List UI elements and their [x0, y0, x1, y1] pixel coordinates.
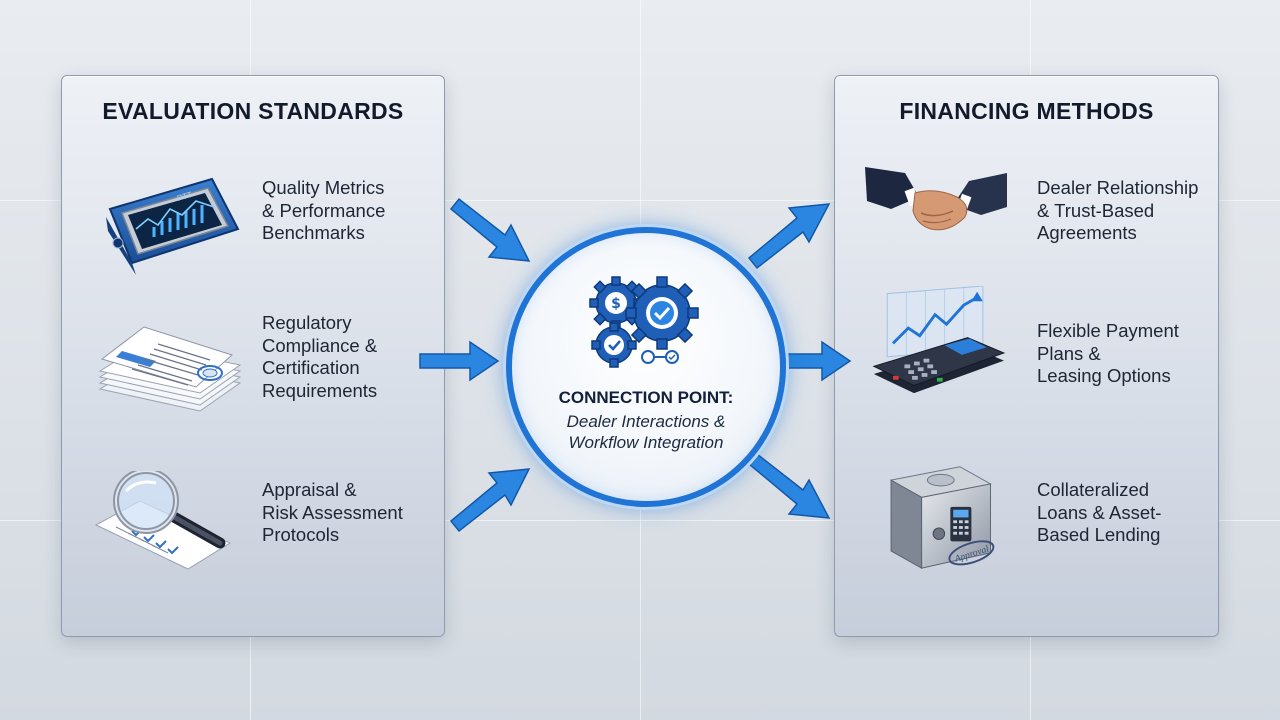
list-item: Dealer Relationship & Trust-Based Agreem…	[835, 167, 1218, 301]
list-item: Appraisal & Risk Assessment Protocols	[62, 471, 444, 616]
background-line	[0, 520, 1280, 521]
panel-title: FINANCING METHODS	[899, 98, 1154, 124]
arrow-right-down	[449, 197, 531, 262]
item-label: Collateralized Loans & Asset- Based Lend…	[1037, 479, 1162, 545]
safe-icon: Approval	[889, 466, 995, 569]
financing-methods-panel: FINANCING METHODS Dealer Relationship & …	[834, 75, 1219, 637]
documents-stack-icon	[98, 326, 242, 412]
dashboard-text: PTT	[176, 190, 193, 203]
arrow-right-up	[449, 468, 531, 533]
connection-point-title: CONNECTION POINT:	[558, 388, 734, 407]
item-label: Dealer Relationship & Trust-Based Agreem…	[1037, 177, 1199, 243]
connection-point-circle: $ CONNECTION POINT: Dealer Interactions …	[506, 227, 786, 507]
arrow-right-up	[747, 203, 831, 270]
connection-point-subtitle: Dealer Interactions & Workflow Integrati…	[566, 412, 726, 452]
panel-title: EVALUATION STANDARDS	[102, 98, 404, 124]
list-item: Flexible Payment Plans & Leasing Options	[835, 286, 1218, 456]
payment-terminal-icon	[872, 286, 1006, 394]
tablet-dashboard-icon: PTT	[106, 177, 240, 275]
item-label: Appraisal & Risk Assessment Protocols	[262, 479, 403, 545]
svg-text:$: $	[611, 296, 621, 312]
item-label: Regulatory Compliance & Certification Re…	[262, 312, 378, 401]
item-label: Flexible Payment Plans & Leasing Options	[1037, 320, 1179, 386]
arrow-right-down	[747, 452, 831, 519]
list-item: Regulatory Compliance & Certification Re…	[62, 312, 444, 446]
handshake-icon	[865, 167, 1007, 231]
list-item: Approval Collateralized Loans & Asset- B…	[835, 466, 1218, 616]
magnifier-checklist-icon	[94, 471, 232, 570]
background-line	[0, 200, 1280, 201]
arrow-right	[419, 340, 500, 382]
item-label: Quality Metrics & Performance Benchmarks	[262, 177, 386, 243]
evaluation-standards-panel: EVALUATION STANDARDS PTT Quality Metrics	[61, 75, 445, 637]
gears-icon: $	[589, 276, 699, 368]
list-item: PTT Quality Metrics & Performance Benchm…	[62, 171, 444, 301]
